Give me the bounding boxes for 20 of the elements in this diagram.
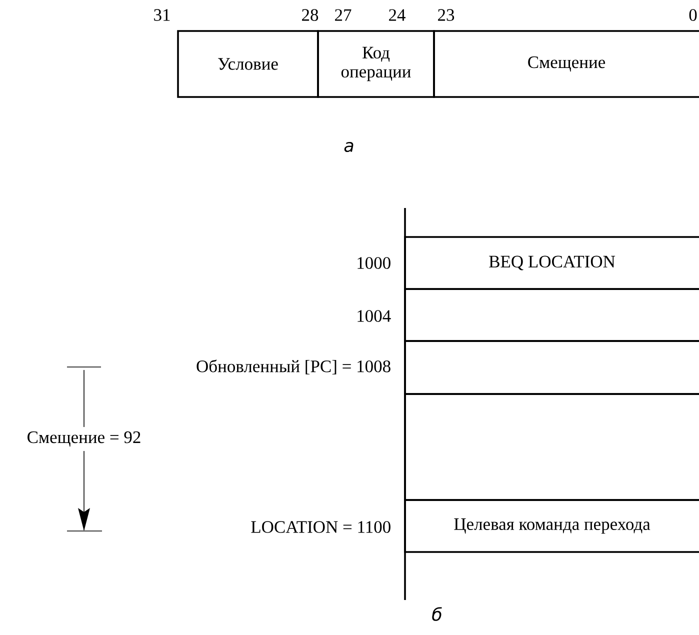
address-label: 1004 [358, 310, 391, 322]
offset-label: Смещение = 92 [26, 430, 142, 448]
panel-letter: а [344, 142, 354, 152]
bit-number: 31 [154, 9, 170, 21]
bit-number: 24 [389, 9, 406, 21]
memory-cell: Целевая команда перехода [404, 499, 699, 553]
address-label: Обновленный [PC] = 1008 [196, 360, 390, 374]
panel-letter: б [432, 607, 442, 621]
field-box: Смещение [433, 30, 699, 98]
memory-cell [404, 340, 699, 395]
field-box: Код операции [317, 30, 435, 98]
memory-cell: BEQ LOCATION [404, 236, 699, 290]
address-label: 1000 [358, 257, 390, 269]
bit-number: 27 [335, 9, 352, 21]
memory-cell [404, 288, 699, 342]
bit-number: 28 [302, 9, 318, 21]
address-label: LOCATION = 1100 [251, 521, 390, 533]
bit-number: 23 [438, 9, 454, 21]
memory-cell [404, 393, 699, 501]
field-box: Условие [177, 30, 319, 98]
